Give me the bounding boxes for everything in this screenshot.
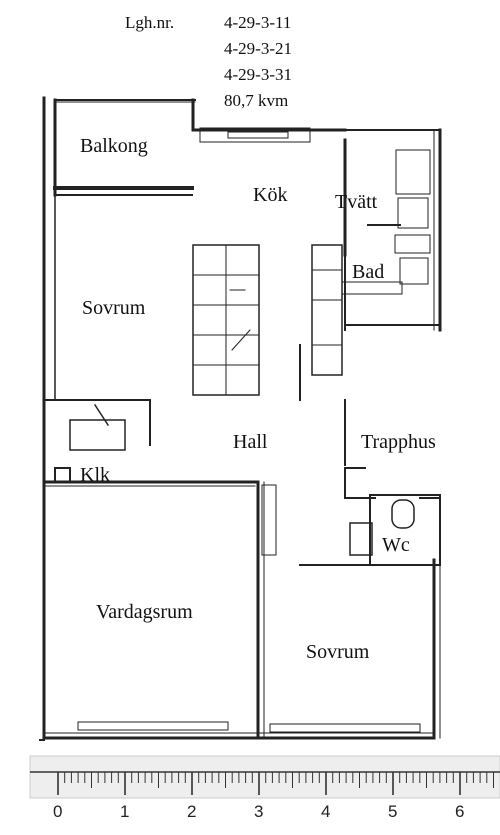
scale-tick-label: 2 (187, 802, 197, 821)
scale-tick-label: 3 (254, 802, 264, 821)
room-label-laundry: Tvätt (335, 191, 378, 213)
room-label-bath: Bad (352, 261, 385, 283)
apartment-number-3: 4-29-3-31 (224, 65, 292, 84)
room-label-closet: Klk (80, 464, 110, 486)
room-label-stairwell: Trapphus (361, 431, 436, 453)
apartment-number-1: 4-29-3-11 (224, 13, 292, 32)
apartment-number-2: 4-29-3-21 (224, 39, 292, 58)
scale-tick-label: 1 (120, 802, 130, 821)
apartment-label: Lgh.nr. (125, 13, 175, 32)
scale-ruler (29, 755, 500, 799)
room-label-wc: Wc (382, 534, 410, 556)
room-label-bedroom-2: Sovrum (306, 641, 370, 663)
scale-tick-label: 6 (455, 802, 465, 821)
room-label-kitchen: Kök (253, 184, 288, 206)
scale-tick-label: 4 (321, 802, 331, 821)
room-label-bedroom-1: Sovrum (82, 297, 146, 319)
room-label-living-room: Vardagsrum (96, 601, 193, 623)
room-label-balcony: Balkong (80, 135, 148, 157)
apartment-area: 80,7 kvm (224, 91, 289, 110)
room-label-hall: Hall (233, 431, 268, 453)
scale-tick-label: 0 (53, 802, 63, 821)
scale-tick-label: 5 (388, 802, 398, 821)
